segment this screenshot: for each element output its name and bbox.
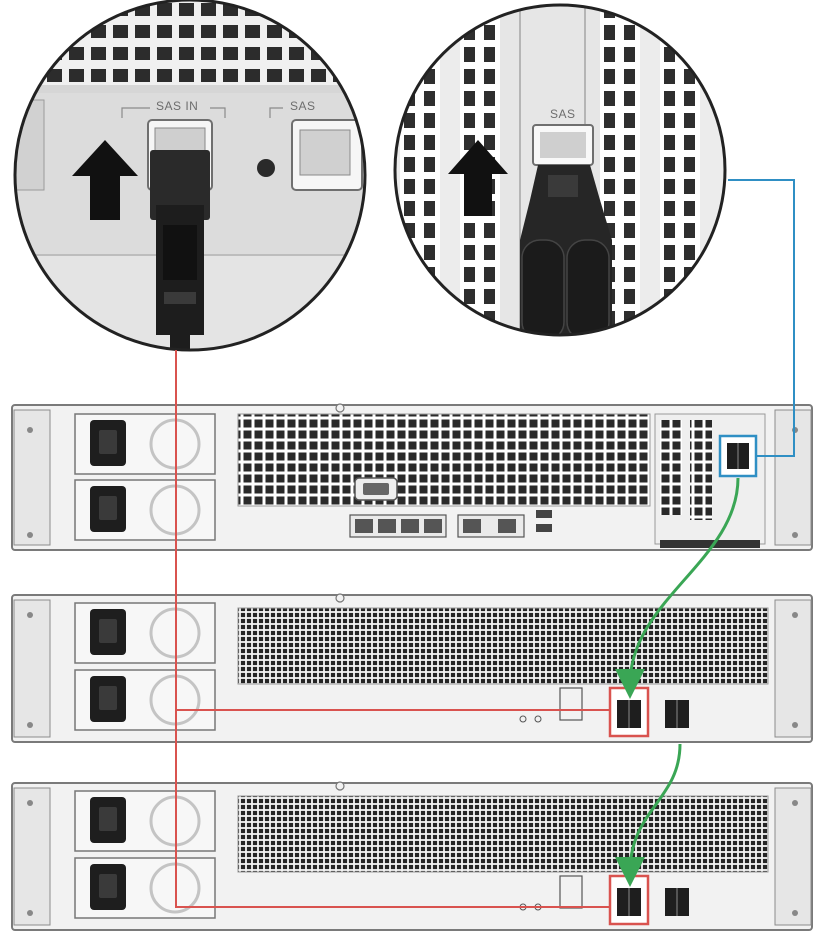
vent-grid	[238, 796, 768, 872]
usb-port-icon	[536, 524, 552, 532]
green-cable-1	[615, 477, 740, 699]
expansion-unit-1	[11, 593, 813, 743]
sas-label: SAS	[550, 107, 576, 121]
vent-grid	[40, 0, 340, 85]
zoom-circle-left: SAS IN SAS	[13, 0, 367, 352]
zoom-circle-right: SAS	[393, 3, 727, 337]
rack-ear-icon	[13, 787, 51, 926]
up-arrow-icon	[72, 140, 138, 220]
red-callout-line	[175, 350, 610, 908]
status-led	[257, 159, 275, 177]
head-unit	[11, 403, 813, 551]
rack-ear-icon	[774, 599, 812, 738]
expansion-unit-2	[11, 781, 813, 931]
rack-ear-icon	[774, 787, 812, 926]
usb-port-icon	[536, 510, 552, 518]
ethernet-port-icon	[349, 514, 447, 538]
vent-grid	[238, 608, 768, 684]
ethernet-port-icon	[457, 514, 525, 538]
green-cable-2	[615, 743, 682, 887]
vent-grid	[238, 414, 650, 506]
rack-ear-icon	[13, 599, 51, 738]
rack-ear-icon	[13, 409, 51, 546]
sas-out-label-partial: SAS	[290, 99, 316, 113]
up-arrow-icon	[448, 140, 508, 216]
sas-in-label: SAS IN	[156, 99, 198, 113]
blue-callout-line	[728, 179, 795, 457]
